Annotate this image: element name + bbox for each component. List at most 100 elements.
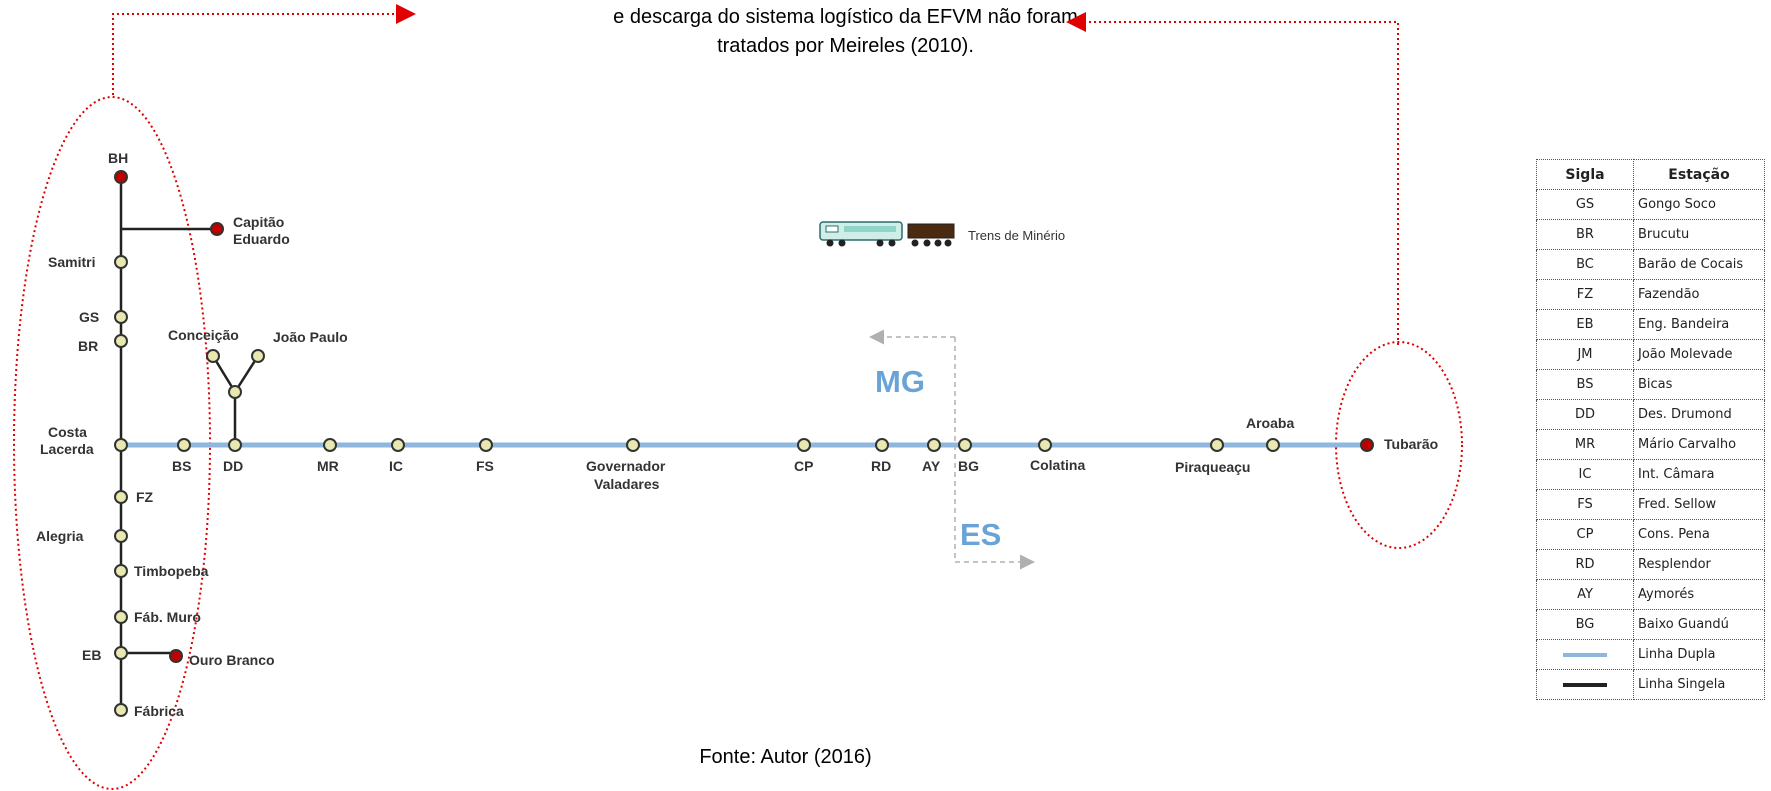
station-fs[interactable] (479, 438, 493, 452)
label-fab-muro: Fáb. Muro (134, 609, 201, 625)
legend-sigla: FZ (1536, 279, 1634, 310)
station-costa-lacerda[interactable] (114, 438, 128, 452)
station-bs[interactable] (177, 438, 191, 452)
label-joao-paulo: João Paulo (273, 329, 348, 345)
train-icon (819, 221, 955, 247)
legend-estacao: Des. Drumond (1633, 399, 1765, 430)
legend-line-label: Linha Dupla (1633, 639, 1765, 670)
legend-line-row: Linha Dupla (1536, 639, 1765, 670)
legend-estacao: Mário Carvalho (1633, 429, 1765, 460)
region-separator (869, 329, 1035, 570)
label-cp: CP (794, 458, 813, 474)
station-junction (228, 385, 242, 399)
legend-sigla: RD (1536, 549, 1634, 580)
station-bg[interactable] (958, 438, 972, 452)
legend-sigla: CP (1536, 519, 1634, 550)
label-rd: RD (871, 458, 891, 474)
label-samitri: Samitri (48, 254, 95, 270)
label-mr: MR (317, 458, 339, 474)
legend-estacao: Baixo Guandú (1633, 609, 1765, 640)
label-timbopeba: Timbopeba (134, 563, 209, 579)
label-tubarao: Tubarão (1384, 436, 1438, 452)
station-tubarao[interactable] (1360, 438, 1374, 452)
station-ouro-branco[interactable] (169, 649, 183, 663)
legend-estacao: Aymorés (1633, 579, 1765, 610)
legend-estacao: Fred. Sellow (1633, 489, 1765, 520)
label-aroaba: Aroaba (1246, 415, 1294, 431)
legend-estacao: Bicas (1633, 369, 1765, 400)
single-line-swatch-icon (1563, 682, 1607, 687)
legend-sigla: DD (1536, 399, 1634, 430)
caption-line-2: tratados por Meireles (2010). (717, 35, 974, 57)
station-capitao-eduardo[interactable] (210, 222, 224, 236)
station-conceicao[interactable] (206, 349, 220, 363)
annotation-ellipse-right (1335, 341, 1463, 549)
label-bh: BH (108, 150, 128, 166)
station-alegria[interactable] (114, 529, 128, 543)
label-costa: Costa (48, 424, 87, 440)
station-colatina[interactable] (1038, 438, 1052, 452)
station-joao-paulo[interactable] (251, 349, 265, 363)
station-cp[interactable] (797, 438, 811, 452)
label-eb: EB (82, 647, 101, 663)
station-bh[interactable] (114, 170, 128, 184)
label-fs: FS (476, 458, 494, 474)
annotation-arrow-right (1066, 12, 1399, 345)
legend-line-swatch (1536, 669, 1634, 700)
station-ay[interactable] (927, 438, 941, 452)
station-aroaba[interactable] (1266, 438, 1280, 452)
region-label-mg: MG (875, 364, 925, 399)
legend-sigla: IC (1536, 459, 1634, 490)
label-ouro-branco: Ouro Branco (189, 652, 275, 668)
legend-estacao: Barão de Cocais (1633, 249, 1765, 280)
legend-estacao: Brucutu (1633, 219, 1765, 250)
station-samitri[interactable] (114, 255, 128, 269)
label-conceicao: Conceição (168, 327, 239, 343)
station-labels: BH Capitão Eduardo Samitri GS BR Conceiç… (36, 150, 1438, 719)
station-timbopeba[interactable] (114, 564, 128, 578)
station-br[interactable] (114, 334, 128, 348)
source-note: Fonte: Autor (2016) (699, 746, 872, 768)
legend-sigla: FS (1536, 489, 1634, 520)
station-piraqueacu[interactable] (1210, 438, 1224, 452)
label-governador: Governador (586, 458, 666, 474)
legend-sigla: BS (1536, 369, 1634, 400)
double-line-swatch-icon (1563, 652, 1607, 657)
station-dd[interactable] (228, 438, 242, 452)
label-gs: GS (79, 309, 99, 325)
legend-estacao: Gongo Soco (1633, 189, 1765, 220)
label-bs: BS (172, 458, 191, 474)
legend-sigla: BG (1536, 609, 1634, 640)
station-rd[interactable] (875, 438, 889, 452)
legend-sigla: GS (1536, 189, 1634, 220)
label-br: BR (78, 338, 98, 354)
station-eb[interactable] (114, 646, 128, 660)
station-fabrica[interactable] (114, 703, 128, 717)
station-ic[interactable] (391, 438, 405, 452)
legend-estacao: Cons. Pena (1633, 519, 1765, 550)
legend-estacao: João Molevade (1633, 339, 1765, 370)
legend-estacao: Resplendor (1633, 549, 1765, 580)
label-fz: FZ (136, 489, 154, 505)
legend-sigla: JM (1536, 339, 1634, 370)
station-fab-muro[interactable] (114, 610, 128, 624)
label-bg: BG (958, 458, 979, 474)
legend-sigla: BC (1536, 249, 1634, 280)
legend-sigla: EB (1536, 309, 1634, 340)
label-colatina: Colatina (1030, 457, 1085, 473)
caption-line-1: e descarga do sistema logístico da EFVM … (613, 6, 1078, 28)
legend-sigla: BR (1536, 219, 1634, 250)
station-gs[interactable] (114, 310, 128, 324)
station-mr[interactable] (323, 438, 337, 452)
station-governador-valadares[interactable] (626, 438, 640, 452)
station-fz[interactable] (114, 490, 128, 504)
